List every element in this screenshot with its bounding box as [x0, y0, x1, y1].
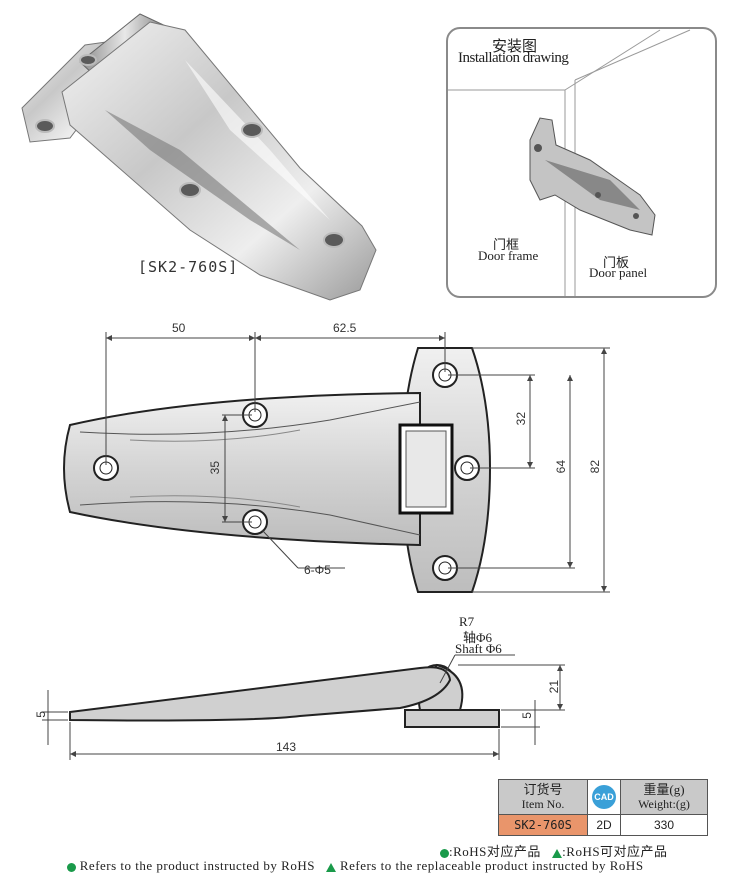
shaft-label-en: Shaft Φ6	[455, 641, 502, 656]
rohs-dot-icon	[440, 848, 449, 858]
rohs-triangle-icon	[326, 862, 337, 872]
dim-5-left: 5	[34, 711, 48, 718]
model-label: [SK2-760S]	[138, 258, 239, 276]
weight-value: 330	[620, 814, 708, 836]
rohs-triangle-icon	[552, 848, 563, 858]
cad-header: CAD	[587, 779, 621, 815]
dim-50: 50	[172, 321, 186, 335]
weight-header: 重量(g) Weight:(g)	[620, 779, 708, 815]
installation-title-cn: 安装图	[492, 39, 538, 55]
door-panel-en: Door panel	[589, 265, 648, 280]
dim-5-right: 5	[520, 712, 534, 719]
radius-label: R7	[459, 614, 475, 629]
door-frame-en: Door frame	[478, 248, 539, 263]
cad-icon[interactable]: CAD	[592, 785, 616, 809]
door-frame-cn: 门框	[493, 237, 520, 252]
spec-table: 订货号 Item No. CAD 重量(g) Weight:(g) SK2-76…	[498, 779, 708, 836]
legend-cn-row: :RoHS对应产品 :RoHS可对应产品	[440, 841, 668, 860]
cad-value[interactable]: 2D	[587, 814, 621, 836]
dim-143: 143	[276, 740, 297, 754]
dim-62-5: 62.5	[333, 321, 357, 335]
dim-21: 21	[547, 680, 561, 694]
holes-label: 6-Φ5	[304, 563, 331, 577]
installation-title-en: Installation drawing	[458, 50, 569, 66]
door-panel-cn: 门板	[603, 255, 630, 270]
shaft-label-cn: 轴Φ6	[463, 630, 493, 645]
rohs-dot-icon	[67, 862, 76, 872]
item-no-value: SK2-760S	[498, 814, 588, 836]
legend-en-row: Refers to the product instructed by RoHS…	[67, 858, 644, 874]
item-no-header: 订货号 Item No.	[498, 779, 588, 815]
